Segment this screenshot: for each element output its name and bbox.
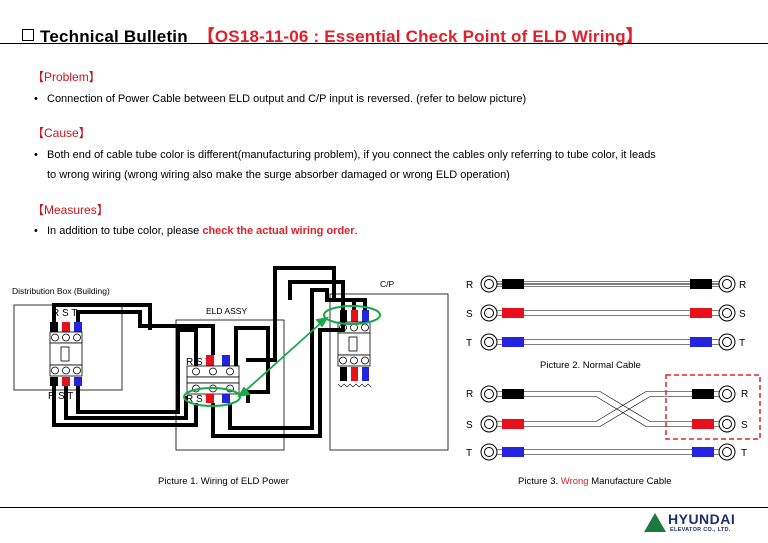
wrong-left-label-t: T — [466, 448, 472, 459]
cause-text-line2: to wrong wiring (wrong wiring also make … — [47, 169, 510, 181]
normal-right-label-t: T — [739, 338, 745, 349]
bulletin-title: Technical Bulletin 【OS18-11-06 : Essenti… — [22, 22, 643, 47]
normal-right-label-s: S — [739, 309, 746, 320]
measures-bullet: •In addition to tube color, please check… — [34, 225, 358, 237]
wrong-cable-t — [480, 443, 736, 461]
picture2-caption: Picture 2. Normal Cable — [540, 360, 641, 371]
hyundai-logo: HYUNDAI ELEVATOR CO., LTD. — [640, 511, 750, 537]
wrong-right-label-t: T — [741, 448, 747, 459]
normal-left-label-t: T — [466, 338, 472, 349]
problem-bullet: •Connection of Power Cable between ELD o… — [34, 93, 527, 105]
title-reference: 【OS18-11-06 : Essential Check Point of E… — [197, 27, 644, 46]
problem-text: Connection of Power Cable between ELD ou… — [47, 93, 527, 105]
wrong-end-highlight — [665, 374, 761, 440]
reversed-connection-arrow — [237, 316, 329, 398]
measures-heading: 【Measures】 — [32, 203, 109, 217]
wiring-diagram: Distribution Box (Building) R S T R S T … — [12, 266, 449, 451]
picture3-caption: Picture 3. Wrong Manufacture Cable — [518, 476, 672, 487]
wrong-left-label-r: R — [466, 389, 473, 400]
wrong-word: Wrong — [560, 476, 589, 487]
cp-input-highlight — [323, 305, 381, 325]
logo-subtitle: ELEVATOR CO., LTD. — [670, 527, 731, 533]
measures-text: In addition to tube color, please — [47, 225, 203, 237]
title-main: Technical Bulletin — [40, 27, 188, 46]
normal-cable-t — [480, 333, 736, 351]
logo-name: HYUNDAI — [668, 511, 736, 527]
measures-highlight: check the actual wiring order — [202, 225, 355, 237]
power-cables — [52, 266, 367, 438]
eld-assy-label: ELD ASSY — [206, 306, 247, 316]
cause-bullet: •Both end of cable tube color is differe… — [34, 149, 656, 161]
normal-cable-r — [480, 275, 736, 293]
footer-divider — [0, 507, 768, 508]
checkbox-icon — [22, 29, 34, 41]
normal-right-label-r: R — [739, 280, 746, 291]
cp-box — [329, 293, 449, 451]
wrong-right-label-s: S — [741, 420, 748, 431]
wrong-right-label-r: R — [741, 389, 748, 400]
normal-cable-diagram: R S T R S T — [466, 275, 746, 351]
eld-bottom-terminals: R S T — [186, 394, 211, 405]
normal-cable-s — [480, 304, 736, 322]
normal-left-label-s: S — [466, 309, 473, 320]
dist-top-terminals: R S T — [52, 308, 77, 319]
wrong-left-label-s: S — [466, 420, 473, 431]
dist-bottom-terminals: R S T — [48, 391, 73, 402]
wrong-cable-r — [480, 385, 736, 403]
eld-output-highlight — [183, 387, 241, 407]
distribution-box-label: Distribution Box (Building) — [12, 286, 110, 296]
picture1-caption: Picture 1. Wiring of ELD Power — [158, 476, 289, 487]
eld-top-terminals: R S T — [186, 357, 211, 368]
wrong-cable-diagram: R S T R S T — [466, 374, 761, 461]
hyundai-triangle-icon — [644, 513, 666, 532]
crossed-cables — [497, 391, 719, 427]
title-underline — [0, 43, 768, 44]
cause-text-line1: Both end of cable tube color is differen… — [47, 149, 656, 161]
cp-label: C/P — [380, 279, 395, 289]
wrong-cable-s — [480, 415, 736, 433]
dist-breaker — [49, 322, 83, 386]
cause-heading: 【Cause】 — [32, 126, 91, 140]
normal-left-label-r: R — [466, 280, 473, 291]
problem-heading: 【Problem】 — [32, 70, 101, 84]
